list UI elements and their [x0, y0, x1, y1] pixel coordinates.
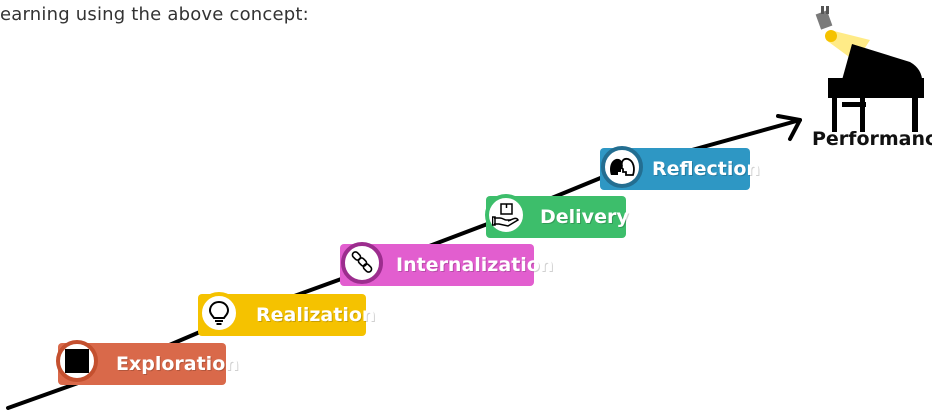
step-label: Internalization [396, 254, 554, 276]
hand-package-icon [485, 194, 527, 236]
step-label: Realization [256, 304, 376, 326]
step-label: Delivery [540, 206, 629, 228]
chain-link-icon [341, 242, 383, 284]
step-label: Exploration [116, 353, 239, 375]
black-square-icon [56, 340, 98, 382]
lightbulb-icon [198, 292, 240, 334]
performance-label: Performance [812, 128, 932, 150]
intro-text: earning using the above concept: [0, 4, 309, 25]
two-heads-icon [601, 146, 643, 188]
step-label: Reflection [652, 158, 760, 180]
piano-spotlight-icon [815, 6, 924, 132]
